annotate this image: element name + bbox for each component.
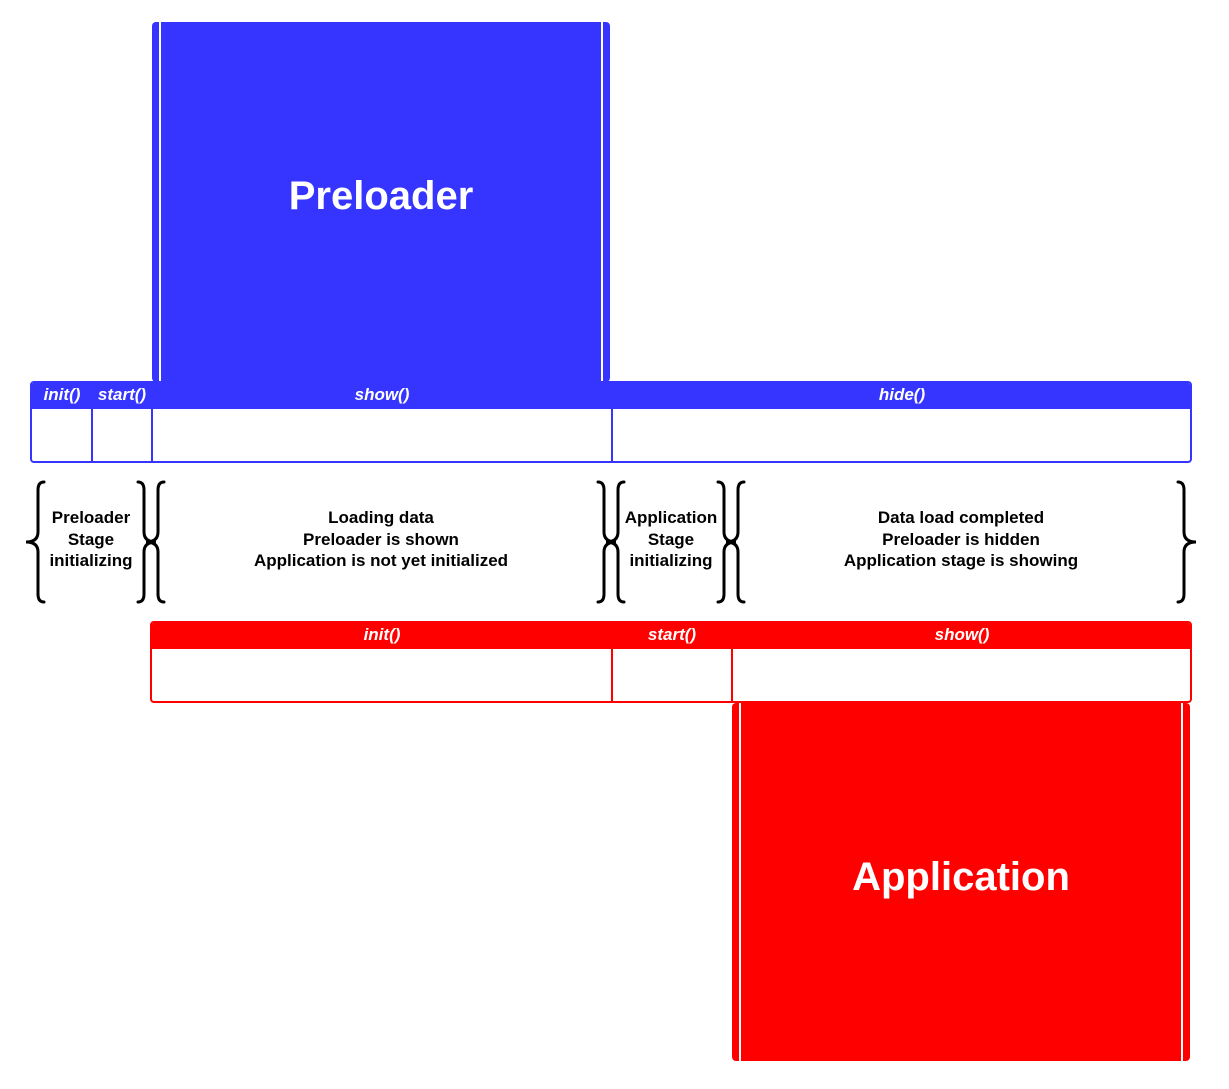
lane-divider: [731, 623, 733, 701]
application-stage-box: Application: [732, 703, 1190, 1061]
right-brace: [1176, 480, 1197, 604]
stage-border-line: [601, 22, 603, 382]
phase-line: initializing: [629, 551, 713, 570]
phase-line: Application: [624, 508, 718, 527]
application-title: Application: [852, 854, 1070, 899]
preloader-start-label: start(): [97, 385, 147, 404]
left-brace: [605, 480, 626, 604]
right-brace: [596, 480, 617, 604]
phase-data-load-completed: Data load completed Preloader is hidden …: [740, 507, 1182, 572]
preloader-init-label: init(): [43, 385, 81, 404]
left-brace: [25, 480, 46, 604]
phase-preloader-init: Preloader Stage initializing: [40, 507, 142, 572]
right-brace: [136, 480, 157, 604]
stage-border-line: [739, 703, 741, 1061]
stage-border-line: [159, 22, 161, 382]
right-brace: [716, 480, 737, 604]
application-show-label: show(): [934, 625, 990, 644]
preloader-hide-label: hide(): [878, 385, 926, 404]
lane-divider: [91, 383, 93, 461]
preloader-method-lane: init() start() show() hide(): [30, 381, 1192, 463]
phase-line: Preloader: [51, 508, 131, 527]
application-method-lane: init() start() show(): [150, 621, 1192, 703]
preloader-show-label: show(): [354, 385, 410, 404]
phase-line: Application is not yet initialized: [253, 551, 509, 570]
phase-line: Application stage is showing: [843, 551, 1079, 570]
phase-line: Preloader is shown: [303, 529, 459, 549]
lane-header: [152, 623, 1190, 649]
lane-divider: [151, 383, 153, 461]
phase-line: Data load completed: [877, 508, 1045, 527]
lane-divider: [611, 383, 613, 461]
phase-loading-data: Loading data Preloader is shown Applicat…: [160, 507, 602, 572]
lane-divider: [611, 623, 613, 701]
application-init-label: init(): [363, 625, 401, 644]
phase-line: initializing: [49, 551, 133, 570]
application-start-label: start(): [647, 625, 697, 644]
preloader-stage-box: Preloader: [152, 22, 610, 382]
phase-line: Loading data: [328, 508, 434, 527]
phase-line: Stage: [67, 529, 115, 549]
left-brace: [145, 480, 166, 604]
phase-line: Preloader is hidden: [882, 529, 1040, 549]
phase-application-init: Application Stage initializing: [620, 507, 722, 572]
phase-line: Stage: [647, 529, 695, 549]
stage-border-line: [1181, 703, 1183, 1061]
left-brace: [725, 480, 746, 604]
preloader-title: Preloader: [288, 173, 474, 218]
